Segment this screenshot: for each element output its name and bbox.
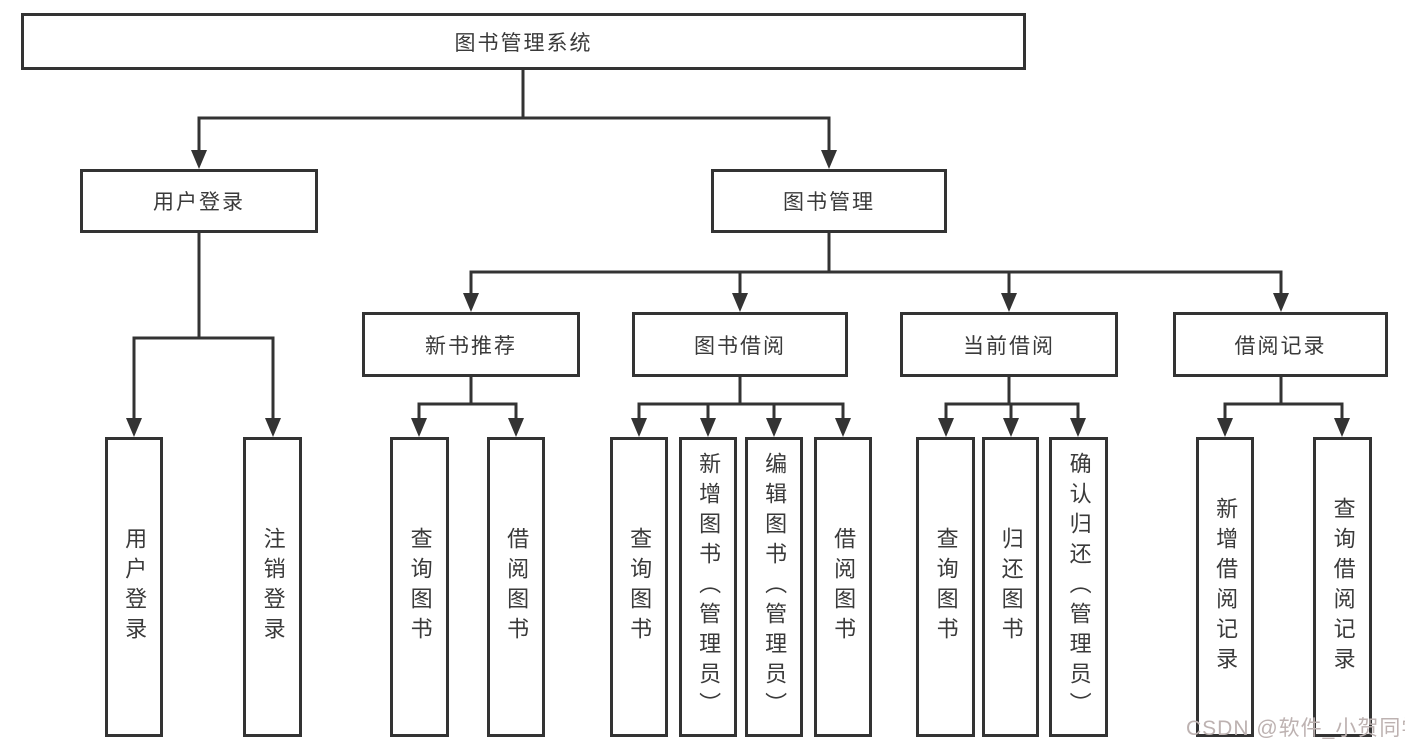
leaf-return-books-label: 归还图书 <box>998 527 1024 647</box>
leaf-query-books-1: 查询图书 <box>390 437 449 737</box>
leaf-query-books-2: 查询图书 <box>610 437 668 737</box>
connector-borrow-records-arrowheads <box>1217 418 1350 437</box>
leaf-return-books: 归还图书 <box>982 437 1039 737</box>
node-book-borrow-label: 图书借阅 <box>694 334 786 358</box>
connector-borrow-records <box>1223 375 1344 421</box>
node-book-borrow: 图书借阅 <box>632 312 848 377</box>
connector-root-arrowheads <box>191 150 837 169</box>
leaf-user-login: 用户登录 <box>105 437 163 737</box>
leaf-edit-books: 编辑图书（管理员） <box>745 437 803 737</box>
node-root: 图书管理系统 <box>21 13 1026 70</box>
leaf-borrow-books-1: 借阅图书 <box>487 437 545 737</box>
connector-book-mgmt-arrowheads <box>463 293 1289 312</box>
leaf-add-borrow-record: 新增借阅记录 <box>1196 437 1254 737</box>
connector-current-borrow-arrowheads <box>938 418 1086 437</box>
leaf-query-borrow-record-label: 查询借阅记录 <box>1330 497 1356 677</box>
connector-book-borrow <box>637 375 845 421</box>
leaf-query-books-3-label: 查询图书 <box>933 527 959 647</box>
leaf-borrow-books-1-label: 借阅图书 <box>504 527 530 647</box>
leaf-query-books-3: 查询图书 <box>916 437 975 737</box>
leaf-borrow-books-2-label: 借阅图书 <box>831 527 857 647</box>
connector-book-mgmt <box>469 231 1283 296</box>
connector-root <box>197 68 831 153</box>
node-current-borrow: 当前借阅 <box>900 312 1118 377</box>
leaf-add-borrow-record-label: 新增借阅记录 <box>1213 497 1239 677</box>
leaf-query-books-1-label: 查询图书 <box>407 527 433 647</box>
leaf-query-borrow-record: 查询借阅记录 <box>1313 437 1372 737</box>
node-borrow-records: 借阅记录 <box>1173 312 1388 377</box>
leaf-logout: 注销登录 <box>243 437 302 737</box>
node-root-label: 图书管理系统 <box>454 31 593 55</box>
node-new-book-rec: 新书推荐 <box>362 312 580 377</box>
connector-current-borrow <box>944 375 1080 421</box>
leaf-confirm-return: 确认归还（管理员） <box>1049 437 1108 737</box>
node-current-borrow-label: 当前借阅 <box>963 334 1055 358</box>
connector-book-borrow-arrowheads <box>631 418 851 437</box>
leaf-edit-books-label: 编辑图书（管理员） <box>762 452 788 722</box>
leaf-add-books: 新增图书（管理员） <box>679 437 737 737</box>
csdn-watermark: CSDN @软件_小贺同学 <box>1186 717 1405 740</box>
leaf-confirm-return-label: 确认归还（管理员） <box>1066 452 1092 722</box>
node-borrow-records-label: 借阅记录 <box>1234 334 1327 358</box>
leaf-logout-label: 注销登录 <box>260 527 286 647</box>
leaf-borrow-books-2: 借阅图书 <box>814 437 872 737</box>
leaf-user-login-label: 用户登录 <box>122 527 148 647</box>
node-book-mgmt-label: 图书管理 <box>783 191 875 214</box>
connector-new-book-rec <box>417 375 518 421</box>
leaf-add-books-label: 新增图书（管理员） <box>696 452 722 722</box>
leaf-query-books-2-label: 查询图书 <box>627 527 653 647</box>
connector-user-login <box>132 231 275 421</box>
node-new-book-rec-label: 新书推荐 <box>425 334 517 358</box>
node-book-mgmt: 图书管理 <box>711 169 947 233</box>
connector-new-book-rec-arrowheads <box>411 418 524 437</box>
connector-user-login-arrowheads <box>126 418 281 437</box>
node-user-login: 用户登录 <box>80 169 318 233</box>
node-user-login-label: 用户登录 <box>153 191 245 214</box>
